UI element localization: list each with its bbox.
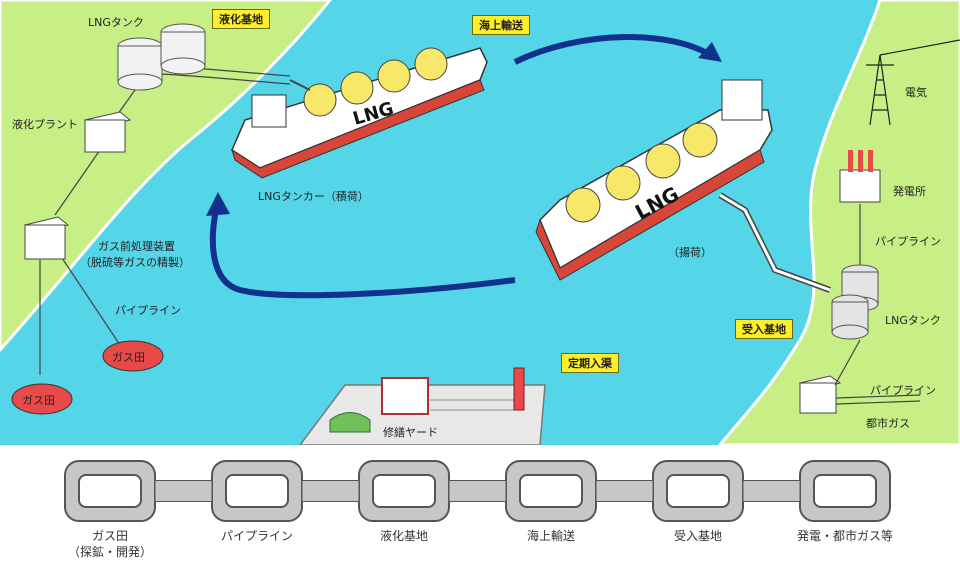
- scene-illustration: LNG LNG: [0, 0, 960, 445]
- transmission-tower: [866, 39, 960, 126]
- chain-step-label: パイプライン: [187, 528, 327, 544]
- gas-field-a-shape: [102, 340, 164, 372]
- gas-field-b-shape: [11, 383, 73, 415]
- label-lng-tank-left: LNGタンク: [88, 16, 144, 29]
- label-liquefaction-plant: 液化プラント: [12, 118, 78, 131]
- pretreatment-box: [23, 216, 70, 260]
- label-power-plant: 発電所: [893, 185, 926, 198]
- dry-dock-building: [381, 377, 429, 415]
- chain-step-label: 海上輸送: [481, 528, 621, 544]
- transport-arrows: [206, 34, 722, 299]
- label-city-gas: 都市ガス: [866, 417, 910, 430]
- chain-step-label: 発電・都市ガス等: [775, 528, 915, 544]
- chain-link-hole: [78, 474, 142, 508]
- left-land: [0, 0, 332, 353]
- chain-step-line1: 発電・都市ガス等: [796, 529, 893, 543]
- chain-link-hole: [372, 474, 436, 508]
- lighthouse: [513, 367, 525, 411]
- label-receiving-base: 受入基地: [735, 319, 793, 339]
- city-gas-building: [798, 375, 842, 414]
- chain-connector-overlap: [596, 481, 653, 501]
- value-chain-links: [64, 460, 891, 522]
- chain-link-hole: [225, 474, 289, 508]
- label-lng-tank-right: LNGタンク: [885, 314, 941, 327]
- right-land: [718, 0, 960, 445]
- lng-tanker-unloaded: LNG: [535, 79, 773, 281]
- label-pretreatment-2: （脱硫等ガスの精製）: [80, 256, 190, 269]
- loading-arm: [289, 79, 311, 91]
- arrow-return: [209, 209, 516, 299]
- label-pipeline-left: パイプライン: [115, 304, 181, 317]
- power-plant: [839, 150, 881, 203]
- chain-step-label: 受入基地: [628, 528, 768, 544]
- liquefaction-plant-box: [83, 111, 132, 153]
- chain-connector-overlap: [155, 481, 212, 501]
- chain-step-label: ガス田 （探鉱・開発）: [40, 528, 180, 560]
- repair-yard-rails: [430, 399, 520, 411]
- chain-link-hole: [519, 474, 583, 508]
- lng-tanks-left: [117, 23, 206, 91]
- right-pipelines: [834, 204, 921, 405]
- chain-connector-overlap: [449, 481, 506, 501]
- label-periodic-docking: 定期入渠: [561, 353, 619, 373]
- lng-tanks-right: [831, 264, 879, 340]
- label-unloaded: （揚荷）: [668, 246, 712, 259]
- chain-connector-overlap: [302, 481, 359, 501]
- label-pipeline-right-2: パイプライン: [870, 384, 936, 397]
- chain-step-line1: ガス田: [91, 529, 128, 543]
- chain-step-line1: 海上輸送: [526, 529, 575, 543]
- label-pipeline-right-1: パイプライン: [875, 235, 941, 248]
- arrow-sea-transport: [513, 34, 712, 65]
- label-sea-transport: 海上輸送: [472, 15, 530, 35]
- label-electricity: 電気: [905, 86, 927, 99]
- label-tanker-loaded: LNGタンカー（積荷）: [258, 190, 369, 203]
- chain-step-line1: 液化基地: [379, 529, 428, 543]
- chain-link-hole: [813, 474, 877, 508]
- chain-step-line1: パイプライン: [220, 529, 293, 543]
- lng-tanker-loaded: LNG: [231, 47, 488, 179]
- chain-link-hole: [666, 474, 730, 508]
- label-liquefaction-base: 液化基地: [212, 9, 270, 29]
- chain-step-label: 液化基地: [334, 528, 474, 544]
- chain-connector-overlap: [743, 481, 800, 501]
- label-gas-field-b: ガス田: [22, 394, 55, 407]
- label-pretreatment-1: ガス前処理装置: [98, 240, 175, 253]
- yard-shed: [329, 412, 371, 433]
- chain-step-line2: （探鉱・開発）: [67, 545, 152, 559]
- chain-step-line1: 受入基地: [673, 529, 722, 543]
- label-gas-field-a: ガス田: [112, 351, 145, 364]
- label-repair-yard: 修繕ヤード: [383, 426, 438, 439]
